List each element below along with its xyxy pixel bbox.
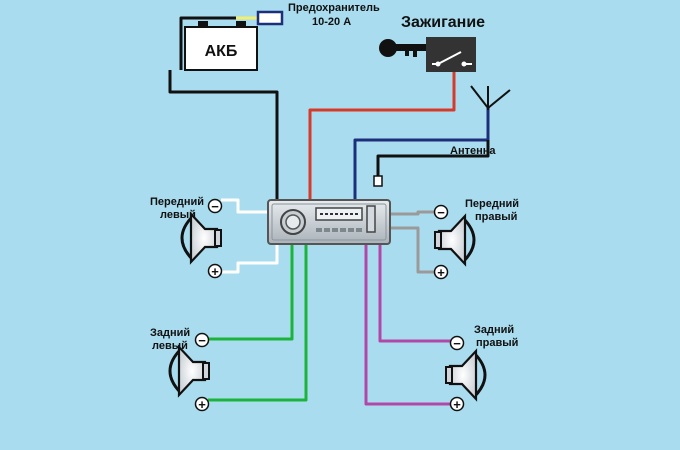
front-right-label-line1: Передний (465, 198, 519, 210)
battery-to-radio-wire (168, 70, 279, 202)
rear-left-wire-plus (208, 244, 308, 402)
front-right-wire-plus (390, 226, 436, 274)
battery: АКБ (184, 21, 258, 71)
front-left-wire-minus (221, 198, 271, 214)
antenna-wire (353, 108, 490, 202)
head-unit (267, 199, 391, 245)
ignition-switch: Зажигание (379, 14, 485, 72)
ignition-block (426, 37, 476, 72)
battery-wire (179, 16, 236, 70)
antenna: Антенна (373, 85, 511, 187)
fuse-label-line2: 10-20 А (312, 16, 351, 28)
speaker-front-right: − + Передний правый (433, 198, 519, 280)
rl-minus-label: − (198, 333, 206, 348)
rear-left-label-line2: левый (152, 340, 188, 352)
battery-label: АКБ (205, 43, 238, 60)
rear-left-wire-minus (208, 244, 294, 341)
rear-right-label-line2: правый (476, 337, 518, 349)
key-icon (379, 39, 427, 57)
antenna-cable (376, 140, 490, 178)
fuse-label-line1: Предохранитель (288, 2, 380, 14)
ignition-wire (308, 68, 456, 202)
speaker-rear-right: − + Задний правый (444, 324, 518, 412)
front-left-wire-plus (221, 244, 279, 274)
front-right-label-line2: правый (475, 211, 517, 223)
fr-minus-label: − (437, 205, 445, 220)
radio-display (315, 207, 363, 221)
fl-plus-label: + (211, 264, 219, 279)
rear-right-label-line1: Задний (474, 324, 514, 336)
rear-left-label-line1: Задний (150, 327, 190, 339)
cd-slot-button (366, 205, 376, 233)
antenna-label: Антенна (450, 145, 496, 157)
rr-plus-label: + (453, 397, 461, 412)
ignition-label: Зажигание (401, 14, 485, 31)
front-left-label-line2: левый (160, 209, 196, 221)
front-left-label-line1: Передний (150, 196, 204, 208)
fuse: Предохранитель 10-20 А (256, 2, 380, 28)
rear-right-wire-plus (378, 244, 460, 343)
radio-preset-buttons (316, 228, 362, 232)
rl-plus-label: + (198, 397, 206, 412)
speaker-front-left: − + Передний левый (150, 196, 223, 279)
fl-minus-label: − (211, 199, 219, 214)
rr-minus-label: − (453, 336, 461, 351)
wires (168, 16, 490, 406)
fr-plus-label: + (437, 265, 445, 280)
front-right-wire-minus (390, 210, 436, 216)
rear-right-wire-minus (364, 244, 460, 406)
speaker-rear-left: − + Задний левый (150, 327, 211, 412)
